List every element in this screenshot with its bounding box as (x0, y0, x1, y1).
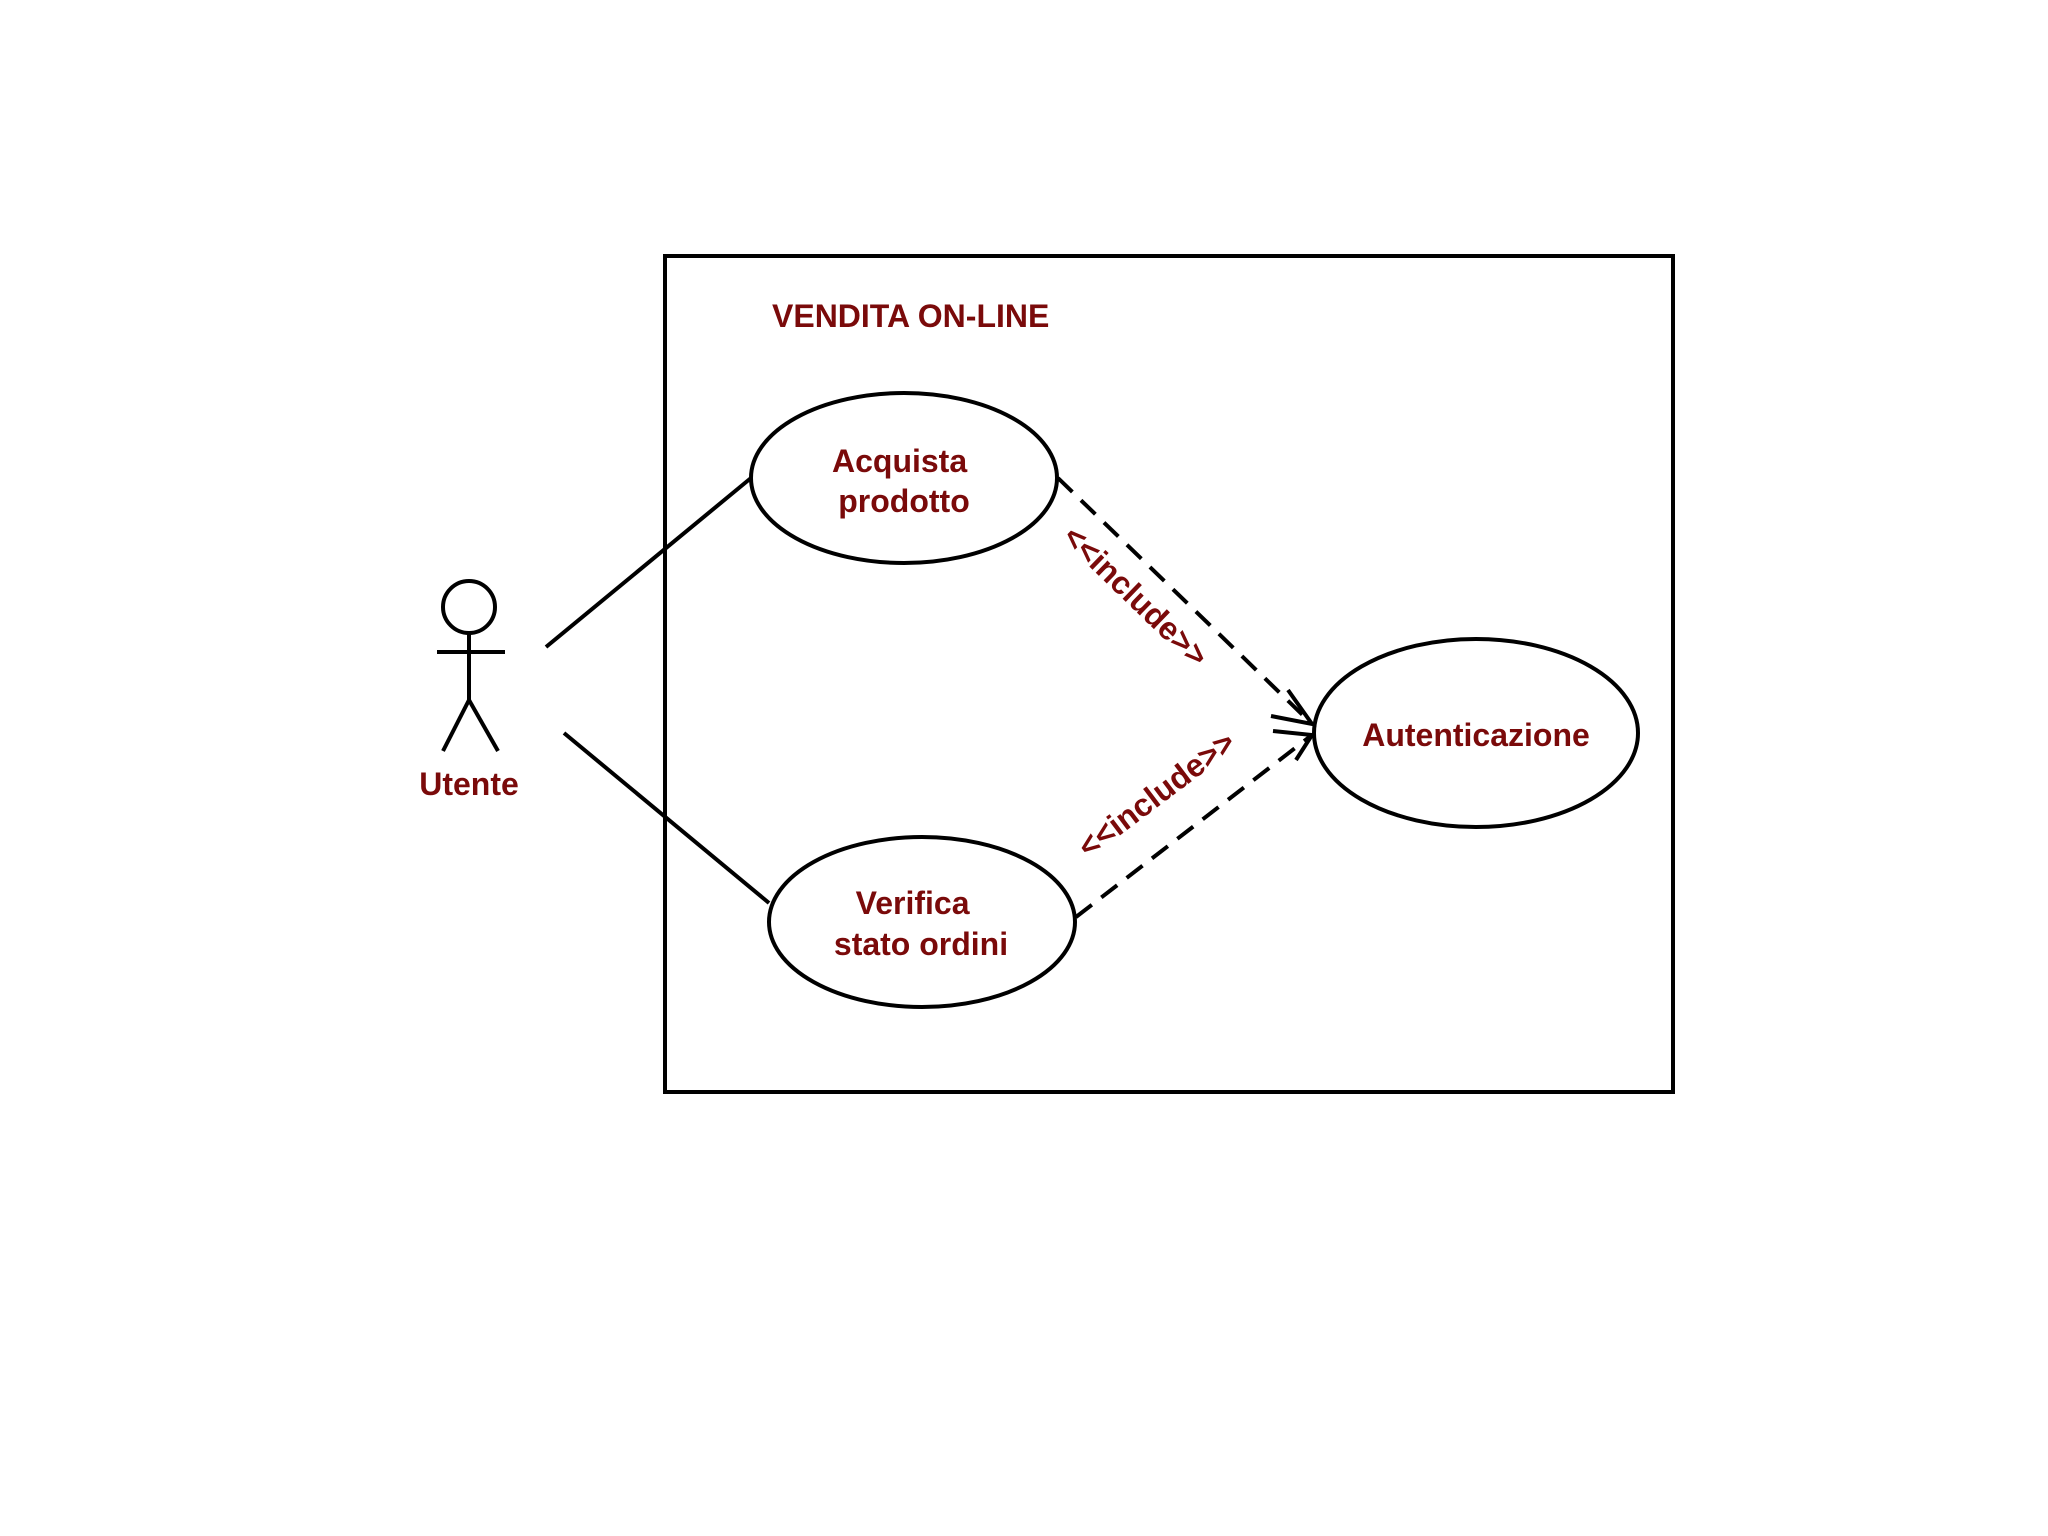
use-case-autenticazione-label: Autenticazione (1362, 717, 1590, 753)
acquista-line-1: Acquista (832, 443, 967, 479)
use-case-acquista-prodotto (749, 391, 1059, 565)
use-case-verifica-stato-ordini (767, 835, 1077, 1009)
association-acquista (544, 476, 753, 649)
include-arrow-bottom (1074, 733, 1314, 919)
system-boundary (663, 254, 1675, 1094)
include-label-bottom: <<include>> (1071, 724, 1242, 865)
use-case-verifica-label: Verifica stato ordini (834, 885, 1008, 962)
include-label-top: <<include>> (1056, 518, 1215, 674)
include-arrowhead-top (1270, 688, 1317, 727)
use-case-acquista-label: Acquista prodotto (832, 443, 976, 519)
actor-utente (437, 579, 505, 752)
verifica-line-2: stato ordini (834, 926, 1008, 962)
actor-right-leg (467, 699, 500, 752)
system-title: VENDITA ON-LINE (772, 298, 1049, 334)
use-case-autenticazione (1312, 637, 1640, 829)
include-arrowhead-bottom (1272, 729, 1316, 762)
include-arrow-top (1056, 476, 1314, 726)
actor-label: Utente (419, 766, 519, 802)
acquista-line-2: prodotto (838, 483, 970, 519)
association-verifica (562, 731, 771, 905)
verifica-line-1: Verifica (856, 885, 970, 921)
actor-head (441, 579, 497, 635)
actor-left-leg (441, 699, 471, 752)
